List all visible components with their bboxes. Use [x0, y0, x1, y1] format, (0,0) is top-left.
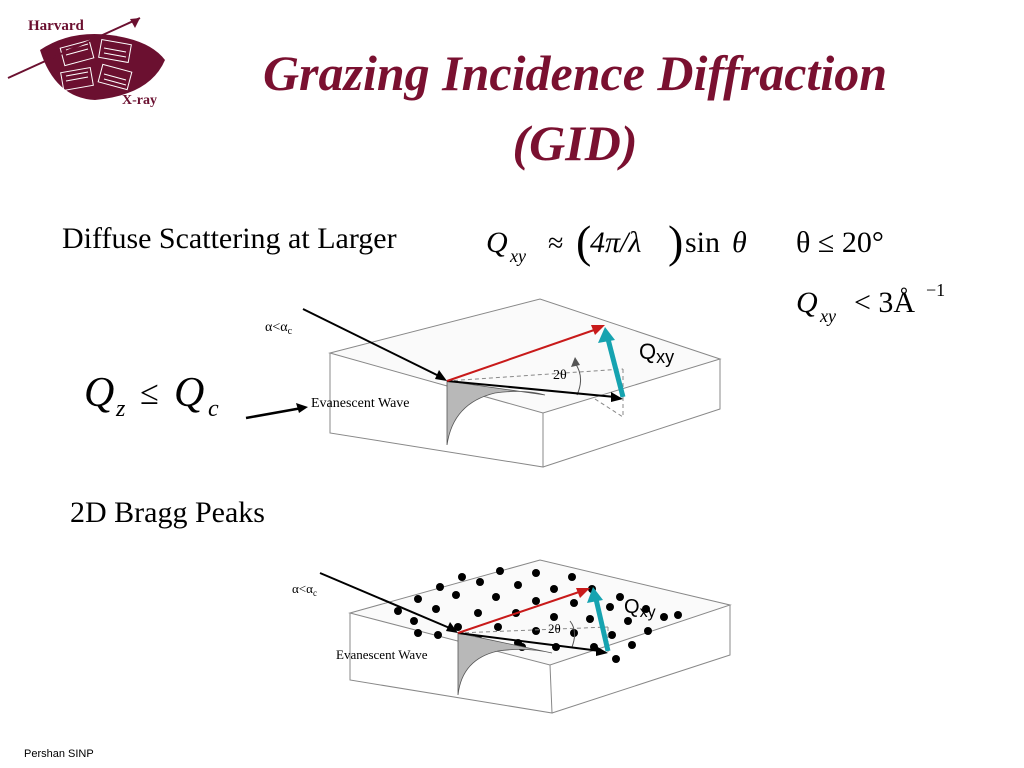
evanescent-decay-2 [457, 632, 553, 696]
slab2-side [551, 605, 731, 714]
slab-side [542, 359, 721, 468]
diffracted-beam [446, 328, 598, 382]
incident-beam [302, 308, 442, 378]
svg-text:−1: −1 [926, 280, 945, 300]
logo-top-text: Harvard [28, 18, 84, 34]
angle-label-2: 2θ [548, 621, 561, 636]
logo-arrow-head [130, 18, 140, 28]
q-vector-2 [593, 598, 611, 652]
svg-text:< 3Å: < 3Å [854, 286, 915, 319]
scattered-beam-2 [457, 632, 601, 652]
qxy-label-2: Qxy [624, 596, 656, 621]
svg-text:c: c [208, 396, 219, 422]
footer-credit: Pershan SINP [24, 748, 94, 760]
evanescent-label: Evanescent Wave [311, 396, 410, 411]
qxy-label: Qxy [639, 339, 674, 367]
svg-text:z: z [115, 396, 126, 422]
slab2-front [349, 613, 553, 714]
formula-q-sub: xy [509, 246, 526, 266]
formula-q: Q [486, 226, 508, 259]
svg-text:Q: Q [796, 286, 818, 319]
formula-sin: sin [685, 226, 720, 259]
formula-body: 4π/λ [590, 226, 641, 259]
evanescent-label-2: Evanescent Wave [336, 647, 428, 662]
diagram-bragg: 2θ α<αc Evanescent Wave Qxy [292, 559, 732, 714]
logo-bottom-text: X-ray [122, 93, 157, 108]
angle-label: 2θ [553, 368, 567, 383]
formula-theta: θ [732, 226, 747, 259]
svg-text:≤: ≤ [140, 375, 159, 412]
incident-beam-2 [319, 572, 453, 630]
svg-text:θ ≤ 20°: θ ≤ 20° [796, 226, 884, 259]
q-vector [605, 338, 626, 398]
logo-arrow-line [7, 17, 141, 79]
svg-text:xy: xy [819, 306, 836, 326]
incident-label-2: α<αc [292, 581, 317, 598]
svg-text:Q: Q [84, 370, 114, 416]
bragg-peaks-heading: 2D Bragg Peaks [70, 496, 265, 529]
harvard-xray-logo: Harvard X-ray [7, 17, 165, 108]
condition-qxy: Q xy < 3Å −1 [796, 280, 945, 326]
incident-label: α<αc [265, 320, 293, 337]
bragg-peak-lattice [394, 567, 682, 663]
diffracted-beam-2 [457, 590, 583, 634]
pointer-arrow [245, 403, 308, 420]
formula-qz-qc: Q z ≤ Q c [84, 370, 219, 422]
page-title-line2: (GID) [512, 115, 638, 171]
evanescent-decay [446, 380, 546, 446]
formula-approx: ≈ [548, 228, 563, 259]
page-title-line1: Grazing Incidence Diffraction [262, 45, 888, 101]
diffuse-scattering-heading: Diffuse Scattering at Larger [62, 222, 397, 255]
formula-rparen: ) [668, 216, 683, 267]
svg-text:Q: Q [486, 226, 508, 259]
formula-qxy: Q xy ≈ ( 4π/λ ) sin θ [486, 216, 747, 267]
svg-text:Q: Q [174, 370, 204, 416]
formula-lparen: ( [576, 216, 591, 267]
condition-theta: θ ≤ 20° [796, 226, 884, 259]
diagram-diffuse: 2θ α<αc Evanescent Wave Qxy [265, 298, 722, 468]
scattered-beam [446, 380, 616, 398]
slab-front [329, 353, 544, 468]
